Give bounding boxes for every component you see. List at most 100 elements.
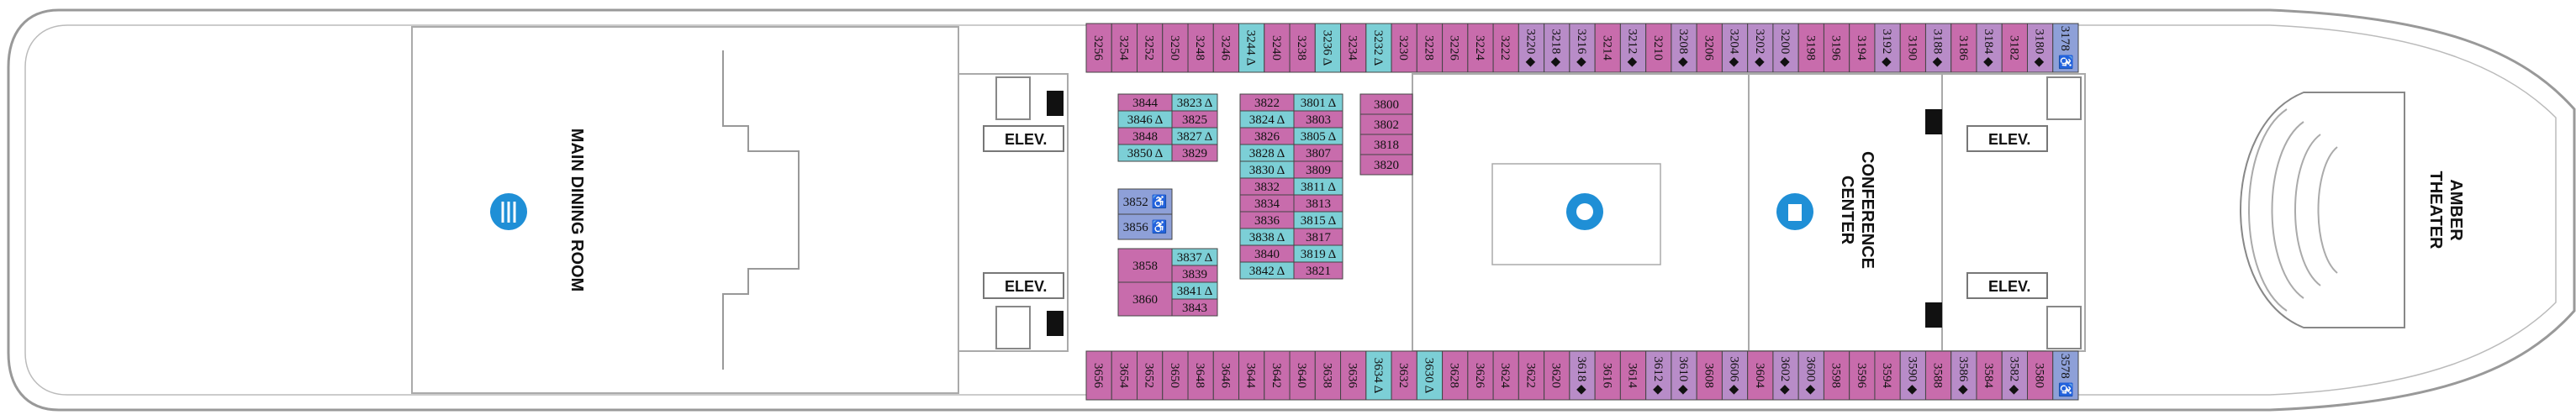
- cabin-number: 3226: [1448, 35, 1461, 61]
- cabin-number: 3206: [1702, 35, 1715, 61]
- cabin-number: 3642: [1270, 363, 1283, 388]
- cabin-number: 3224: [1473, 35, 1486, 61]
- cabin: [1212, 23, 1240, 73]
- cabin: [1874, 350, 1901, 401]
- cabin: [1899, 23, 1926, 73]
- cabin: [1797, 350, 1824, 401]
- cabin-number: 3826: [1254, 130, 1280, 144]
- cabin-number: 3578 ♿: [2058, 354, 2073, 397]
- cabin-number: 3190: [1905, 35, 1919, 60]
- cabin: [1137, 23, 1164, 73]
- cabin-number: 3823 Δ: [1177, 97, 1213, 110]
- cabin-number: 3238: [1295, 35, 1308, 60]
- cabin: [1391, 350, 1417, 401]
- cabin-number: 3652: [1143, 363, 1156, 388]
- cabin-number: 3846 Δ: [1127, 113, 1164, 127]
- cabin: [1117, 281, 1173, 317]
- cabin-number: 3800: [1374, 98, 1399, 112]
- cabin: [1171, 144, 1218, 162]
- cabin-number: 3622: [1523, 363, 1537, 388]
- galley-outline: [722, 50, 800, 370]
- cabin: [1569, 23, 1596, 73]
- cabin-number: 3801 Δ: [1301, 97, 1337, 110]
- cabin-number: 3644: [1244, 363, 1258, 389]
- cabin-number: 3604: [1753, 363, 1766, 389]
- cabin-number: 3588: [1931, 363, 1945, 388]
- cabin: [1797, 23, 1824, 73]
- cabin-number: 3852 ♿: [1123, 194, 1167, 209]
- cabin-number: 3634 Δ: [1371, 358, 1385, 394]
- cabin: [1340, 23, 1367, 73]
- cabin-number: 3646: [1218, 363, 1232, 389]
- cabin-number: 3837 Δ: [1177, 251, 1213, 265]
- cabin-number: 3842 Δ: [1249, 265, 1285, 278]
- cabin-number: 3825: [1182, 113, 1207, 127]
- cabin-number: 3832: [1254, 181, 1280, 194]
- fork-knife-glyph: [501, 202, 516, 223]
- cabin-number: 3204 ◆: [1728, 29, 1741, 67]
- cabin-number: 3839: [1182, 268, 1207, 281]
- cabin-number: 3600 ◆: [1803, 356, 1817, 395]
- cabin: [1085, 350, 1112, 401]
- cabin: [1359, 154, 1413, 176]
- theater-label-line2: THEATER: [2426, 171, 2445, 250]
- cabin: [1264, 23, 1291, 73]
- cabin-number: 3636: [1346, 363, 1359, 389]
- cabin-number: 3222: [1498, 35, 1512, 60]
- cabin-number: 3818: [1374, 139, 1399, 152]
- theater-rows: [2248, 108, 2338, 312]
- cabin-number: 3827 Δ: [1177, 130, 1213, 144]
- cabin-number: 3218 ◆: [1549, 29, 1563, 67]
- elevator-box: [983, 272, 1064, 299]
- cabin-number: 3834: [1254, 197, 1280, 211]
- cabin-number: 3802: [1374, 118, 1399, 132]
- cabin: [1747, 350, 1774, 401]
- cabin: [1976, 23, 2003, 73]
- theater-label-line1: AMBER: [2447, 179, 2465, 241]
- cabin: [1293, 261, 1343, 280]
- cabin-number: 3620: [1549, 363, 1563, 388]
- cabin: [1696, 350, 1723, 401]
- cabin: [1772, 23, 1799, 73]
- cabin: [1416, 350, 1444, 401]
- cabin: [1671, 350, 1697, 401]
- cabin-number: 3202 ◆: [1753, 29, 1766, 67]
- theater-seating: [2240, 92, 2405, 328]
- cabin: [1442, 350, 1469, 401]
- cabin: [1162, 350, 1189, 401]
- cabin: [1619, 350, 1647, 401]
- elevator-label: ELEV.: [1988, 131, 2030, 148]
- cabin-number: 3630 Δ: [1422, 358, 1435, 394]
- cabin-number: 3618 ◆: [1575, 356, 1588, 395]
- elevator-label: ELEV.: [1988, 278, 2030, 295]
- cabin-number: 3212 ◆: [1626, 29, 1639, 67]
- cabin-number: 3841 Δ: [1177, 285, 1213, 298]
- cabin-number: 3180 ◆: [2033, 29, 2046, 67]
- cabin-number: 3819 Δ: [1301, 248, 1337, 261]
- cabin: [1569, 350, 1596, 401]
- cabin: [1899, 350, 1926, 401]
- cabin: [1137, 350, 1164, 401]
- cabin-number: 3602 ◆: [1778, 356, 1792, 395]
- cabin-number: 3208 ◆: [1676, 29, 1690, 67]
- cabin-number: 3234: [1346, 35, 1359, 61]
- cabin-number: 3829: [1182, 147, 1207, 160]
- cabin-number: 3192 ◆: [1880, 29, 1893, 67]
- cabin-number: 3648: [1193, 363, 1206, 388]
- elevator-label: ELEV.: [1005, 278, 1047, 295]
- cabin-number: 3244 Δ: [1244, 30, 1258, 66]
- cabin: [1950, 350, 1977, 401]
- cabin: [1117, 213, 1173, 240]
- cabin: [1212, 350, 1240, 401]
- podium-glyph: [1788, 204, 1802, 221]
- cabin-number: 3580: [2033, 363, 2046, 388]
- cabin: [1594, 350, 1621, 401]
- elevator-box: [1966, 125, 2048, 152]
- cabin-number: 3188 ◆: [1931, 29, 1945, 67]
- cabin: [1874, 23, 1901, 73]
- cabin: [1238, 23, 1265, 73]
- cabin-number: 3840: [1254, 248, 1280, 261]
- cabin: [2052, 23, 2079, 73]
- cabin: [1289, 350, 1316, 401]
